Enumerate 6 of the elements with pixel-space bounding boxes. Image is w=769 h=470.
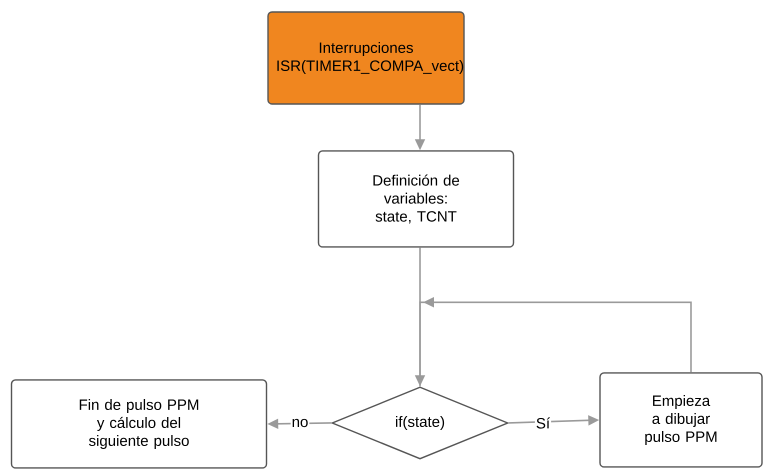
edge-label: no bbox=[292, 418, 308, 428]
edge-label: Sí bbox=[536, 417, 550, 429]
process-box: Fin de pulso PPM y cálculo del siguiente pulso bbox=[10, 379, 268, 469]
start-box: Interrupciones ISR(TIMER1_COMPA_vect) bbox=[267, 11, 465, 105]
process-box: Empieza a dibujar pulso PPM bbox=[599, 372, 763, 468]
process-box: Definición de variables: state, TCNT bbox=[318, 150, 514, 248]
